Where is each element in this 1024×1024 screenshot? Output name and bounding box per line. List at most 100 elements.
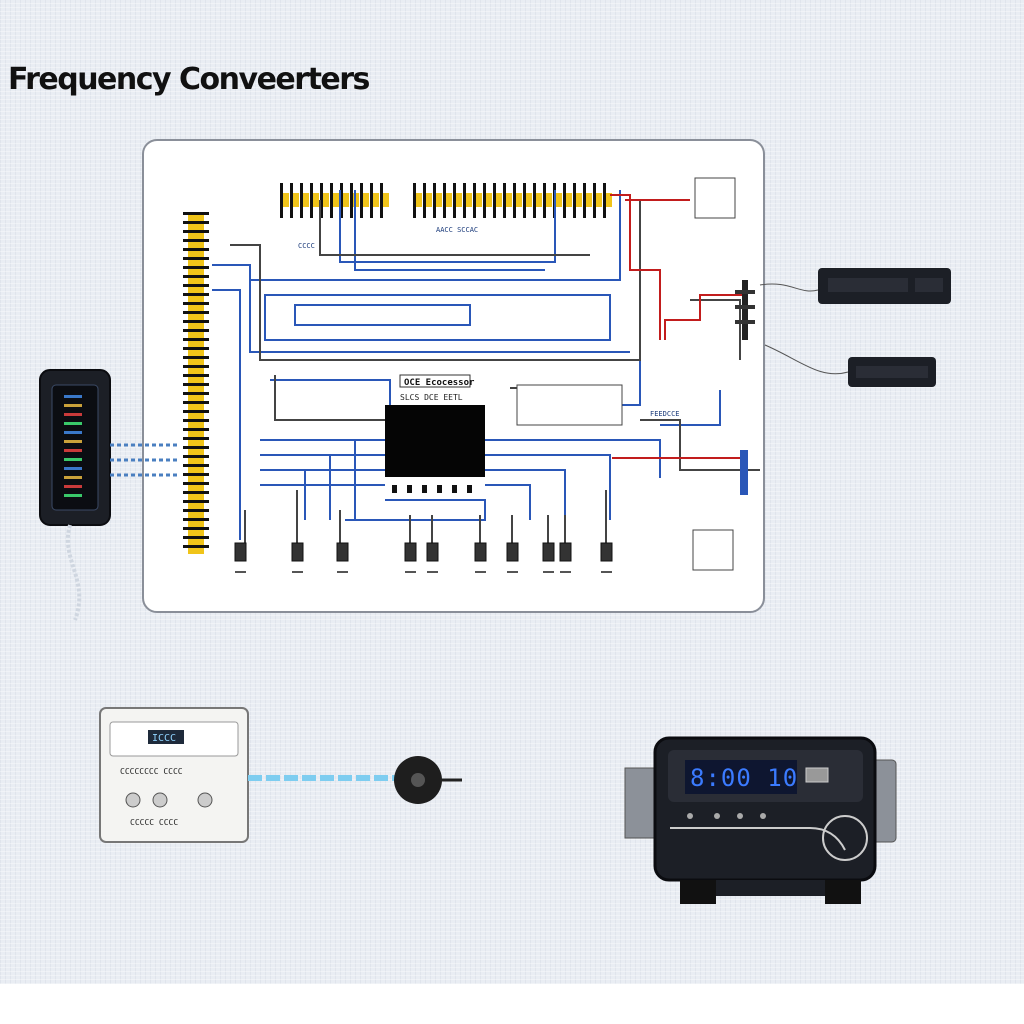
header-pin — [370, 183, 373, 218]
header-pin — [310, 183, 313, 218]
mid-note: CCCC — [298, 242, 315, 250]
header-pin-body — [606, 193, 612, 207]
header-pin — [183, 266, 209, 269]
header-pin-body — [546, 193, 552, 207]
header-pin — [183, 437, 209, 440]
chip-pin — [422, 485, 427, 493]
led-indicator — [64, 440, 82, 443]
led-indicator — [64, 404, 82, 407]
header-pin-body — [188, 287, 204, 293]
header-pin-body — [188, 539, 204, 545]
panel-knob[interactable] — [197, 792, 213, 808]
legend-box-bottom — [692, 529, 734, 571]
header-pin — [183, 338, 209, 341]
header-pin-body — [188, 350, 204, 356]
header-pin-body — [188, 224, 204, 230]
header-pin — [183, 500, 209, 503]
header-pin — [413, 183, 416, 218]
header-pin-body — [188, 314, 204, 320]
header-pin-body — [188, 449, 204, 455]
led-indicator — [64, 458, 82, 461]
header-pin-body — [188, 548, 204, 554]
header-pin — [183, 293, 209, 296]
header-pin — [183, 239, 209, 242]
header-pin — [183, 221, 209, 224]
header-pin-body — [373, 193, 379, 207]
schematic-notes: AACC SCCAC CCCC FEEDCCE — [298, 177, 736, 571]
header-pin-body — [466, 193, 472, 207]
header-pin-body — [188, 233, 204, 239]
header-pin-body — [333, 193, 339, 207]
header-pin-body — [188, 458, 204, 464]
header-pin-body — [188, 296, 204, 302]
header-pin — [183, 509, 209, 512]
header-pin — [183, 401, 209, 404]
panel-line-2: CCCCC CCCC — [130, 818, 178, 827]
header-pin-body — [188, 530, 204, 536]
header-pin — [183, 365, 209, 368]
header-pin — [183, 212, 209, 215]
header-pin-body — [313, 193, 319, 207]
led-indicator — [64, 485, 82, 488]
led-indicator — [64, 494, 82, 497]
chip-pin — [437, 485, 442, 493]
header-pin-body — [383, 193, 389, 207]
right-connector — [735, 280, 755, 495]
panel-display: ICCC — [152, 733, 176, 744]
meter-display: 8:00 10 — [690, 764, 798, 792]
header-pin-body — [416, 193, 422, 207]
logic-block — [516, 384, 623, 426]
component-pad — [405, 571, 416, 573]
header-pin — [183, 527, 209, 530]
meter-dial[interactable] — [822, 815, 868, 861]
header-pin — [183, 392, 209, 395]
header-pin — [543, 183, 546, 218]
header-pin-body — [188, 413, 204, 419]
frequency-meter: 8:00 10 — [624, 736, 897, 904]
panel-knob[interactable] — [125, 792, 141, 808]
header-pin — [320, 183, 323, 218]
header-pin-body — [188, 386, 204, 392]
chip-pin-row — [392, 485, 472, 493]
header-pin — [183, 491, 209, 494]
led-indicator — [64, 431, 82, 434]
chip-pin — [452, 485, 457, 493]
header-pin — [523, 183, 526, 218]
header-pin — [183, 284, 209, 287]
header-pin — [183, 536, 209, 539]
header-pin — [183, 257, 209, 260]
header-pin — [183, 482, 209, 485]
header-pin-body — [188, 332, 204, 338]
header-pin — [183, 446, 209, 449]
header-pin — [340, 183, 343, 218]
component-pad — [475, 571, 486, 573]
chip-pin — [407, 485, 412, 493]
header-pin — [453, 183, 456, 218]
component-pad — [507, 571, 518, 573]
header-pin — [483, 183, 486, 218]
header-pin-body — [556, 193, 562, 207]
header-pin-body — [188, 269, 204, 275]
header-pin — [183, 455, 209, 458]
header-pin — [503, 183, 506, 218]
header-pin-body — [188, 323, 204, 329]
header-pin — [360, 183, 363, 218]
header-pin-body — [526, 193, 532, 207]
left-controller-device — [39, 369, 180, 621]
header-pin-body — [283, 193, 289, 207]
header-pin — [183, 275, 209, 278]
panel-knob[interactable] — [152, 792, 168, 808]
led-indicator — [64, 467, 82, 470]
component-symbol — [291, 542, 304, 562]
header-pin-body — [188, 422, 204, 428]
buzzer-sensor — [394, 756, 462, 804]
header-pin-body — [188, 251, 204, 257]
led-indicator — [64, 395, 82, 398]
header-pin-body — [188, 260, 204, 266]
header-pin-body — [188, 305, 204, 311]
header-pin-body — [436, 193, 442, 207]
header-pin-body — [188, 503, 204, 509]
header-pin-body — [536, 193, 542, 207]
component-symbol — [336, 542, 349, 562]
